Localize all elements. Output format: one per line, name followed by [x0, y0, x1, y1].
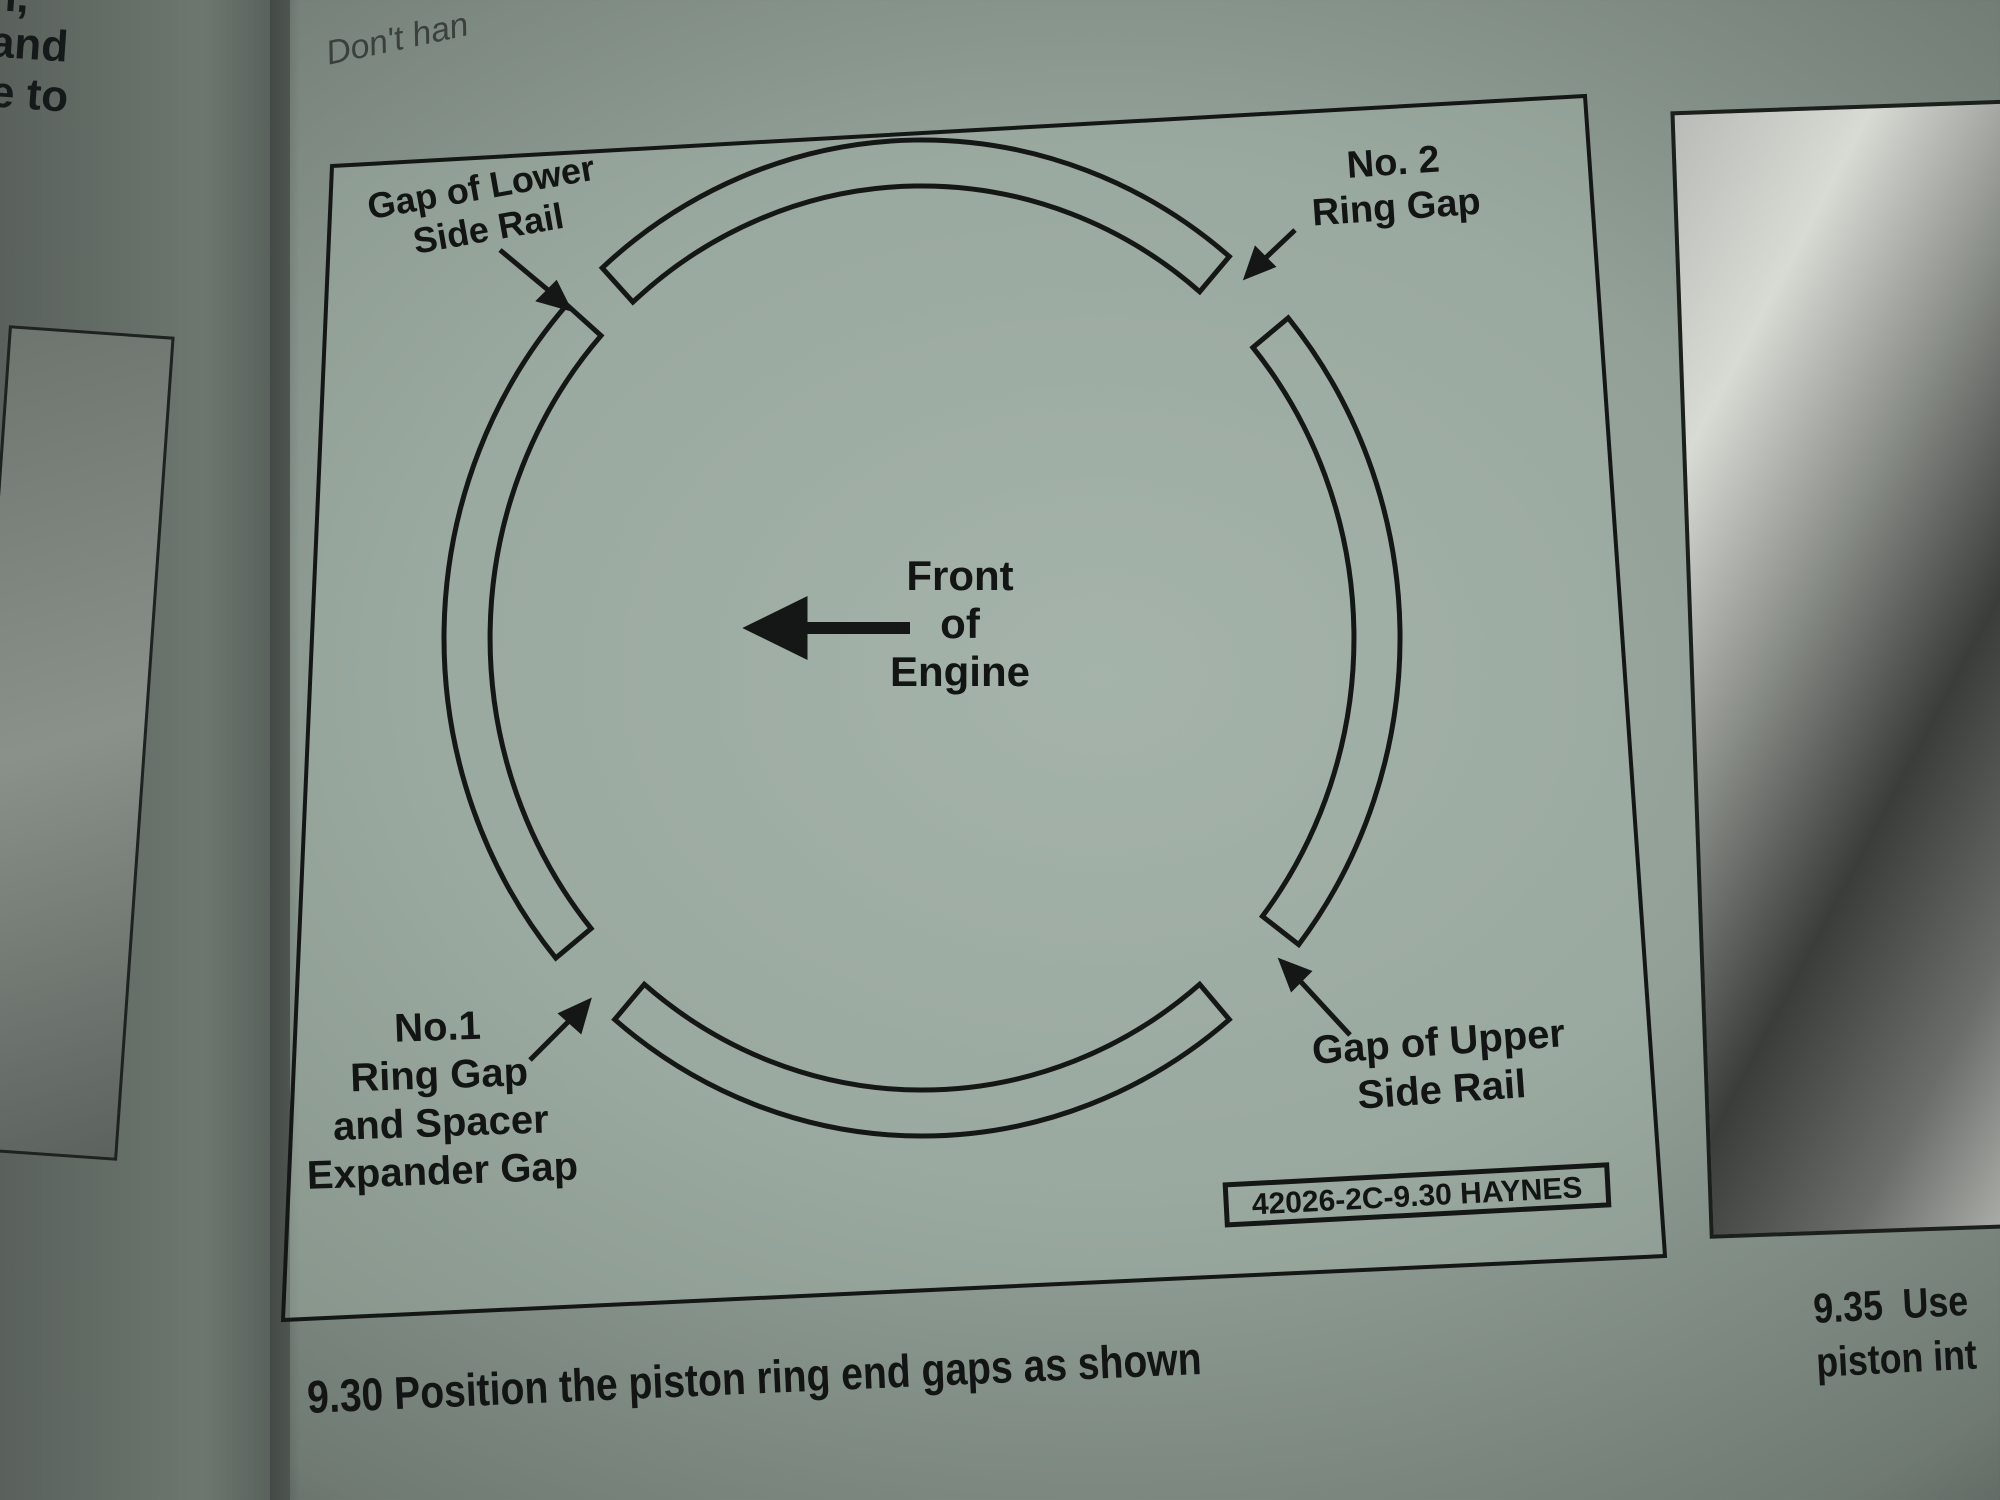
arrow-no1-ring-gap: [528, 997, 592, 1062]
label-no2-ring-gap: No. 2: [1345, 139, 1441, 187]
ring-segment-top: [598, 137, 1233, 306]
arrow-upper-side-rail: [1277, 957, 1352, 1037]
label-front: Front: [906, 552, 1013, 599]
right-caption-line: 9.35 Use: [1812, 1276, 1970, 1332]
arrow-front-of-engine: [742, 595, 910, 661]
label-no1-ring-gap: No.1: [393, 1004, 481, 1051]
label-no1-ring-gap: and Spacer: [332, 1097, 549, 1148]
arrow-lower-side-rail: [498, 248, 573, 312]
ring-segment-bottom: [611, 980, 1233, 1139]
right-page-caption: 9.35 Use piston int: [1812, 1274, 1978, 1390]
caption-number: 9.30: [306, 1367, 385, 1423]
arrows: [498, 228, 1352, 1062]
ring-segment-right: [1249, 314, 1403, 949]
arrow-no2-ring-gap: [1242, 228, 1297, 281]
left-page: n, and e to: [0, 0, 290, 1500]
label-no1-ring-gap: Expander Gap: [306, 1144, 579, 1197]
diagram-frame: [280, 93, 1668, 1323]
label-no1-ring-gap: Ring Gap: [350, 1050, 529, 1100]
label-of: of: [940, 600, 981, 647]
right-caption-line: piston int: [1814, 1330, 1978, 1386]
label-engine: Engine: [890, 648, 1030, 695]
